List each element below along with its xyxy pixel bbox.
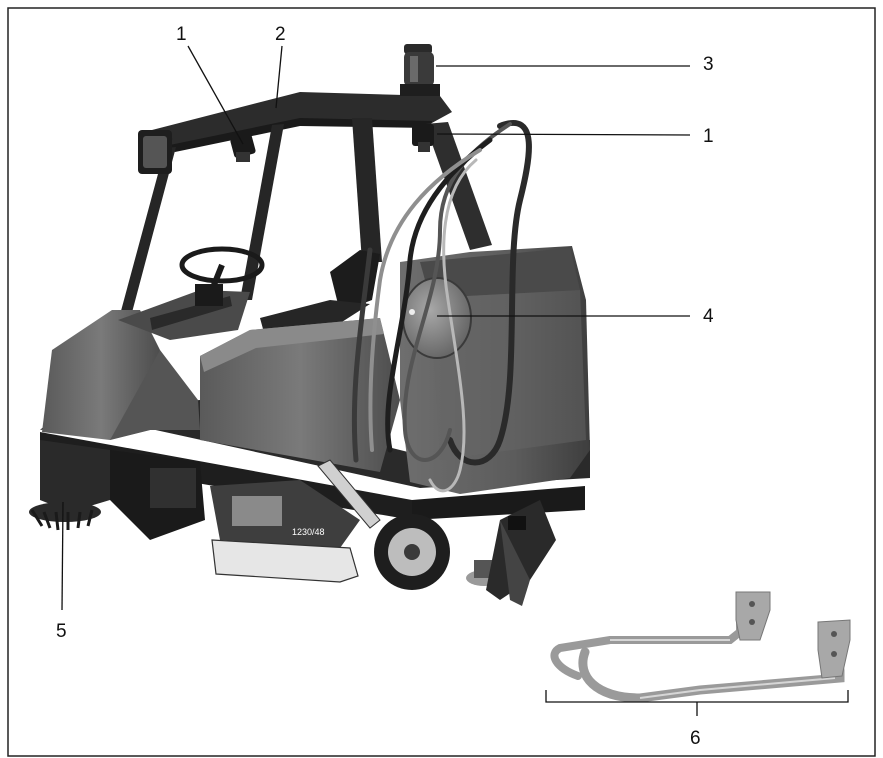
bumper-bracket-lower [817,619,851,679]
bracket-6 [545,690,849,716]
bumper-bar-lower [578,647,845,703]
leader-line-2 [275,45,283,109]
machine-plate-text: 1230/48 [292,527,325,537]
callout-1-rear-light: 1 [703,126,714,147]
callout-2-roof: 2 [275,24,286,45]
canopy-post-front-left [118,147,176,322]
bumper-bracket-upper [735,591,771,641]
figure-frame [7,7,876,757]
leader-line-5 [61,501,64,611]
canopy-post-rear-right [425,122,492,250]
side-brush-icon [29,502,101,531]
work-light-front-icon [230,134,256,162]
scrubber-machine: 1230/48 [29,44,590,606]
leader-line-1b [436,133,691,136]
callout-labels: 1 2 3 1 4 5 6 [56,24,714,749]
hose-reel-icon [402,277,472,359]
steering-wheel-icon [179,246,265,306]
callout-5-side-brush: 5 [56,621,67,642]
callout-6-bumper: 6 [690,728,701,749]
bumper-bar-accessory [550,591,851,703]
hose-assembly [351,120,532,493]
spray-wand [317,459,381,529]
callout-4-hose-reel: 4 [703,306,714,327]
beacon-light-icon [400,44,440,96]
mirror-icon [138,130,173,174]
scrub-deck: 1230/48 [210,480,360,583]
callout-3-beacon: 3 [703,54,714,75]
rear-wheel-icon [374,514,450,590]
leader-lines [61,45,849,716]
work-light-rear-icon [412,124,434,152]
leader-line-1a [187,45,244,145]
canopy-post-rear-left [352,118,382,262]
rear-squeegee [486,500,556,600]
callout-1-front-light: 1 [176,24,187,45]
center-body-panel [200,318,400,472]
